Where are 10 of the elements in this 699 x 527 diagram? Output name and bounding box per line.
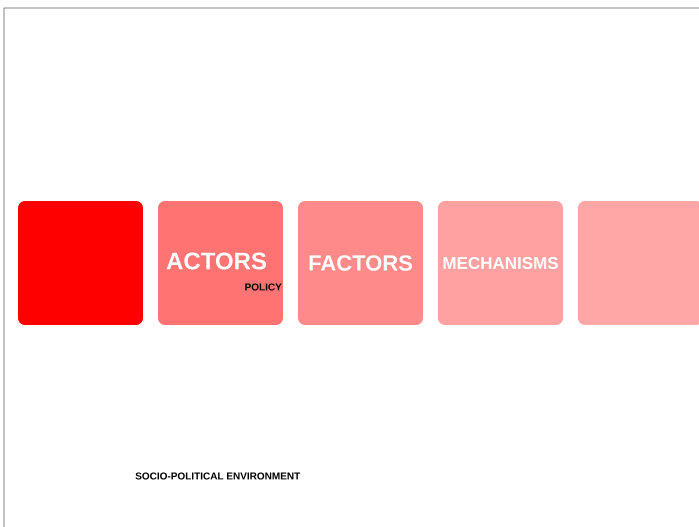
box-title: MECHANISMS [444,256,558,270]
category-box [298,201,423,325]
box-title: ACTORS [166,252,266,270]
category-box [578,201,699,325]
category-box [438,201,563,325]
category-box [158,201,283,325]
category-box [18,201,143,325]
box-subtitle: POLICY [245,283,282,291]
box-title: FACTORS [310,255,412,271]
environment-label: SOCIO-POLITICAL ENVIRONMENT [136,472,300,480]
